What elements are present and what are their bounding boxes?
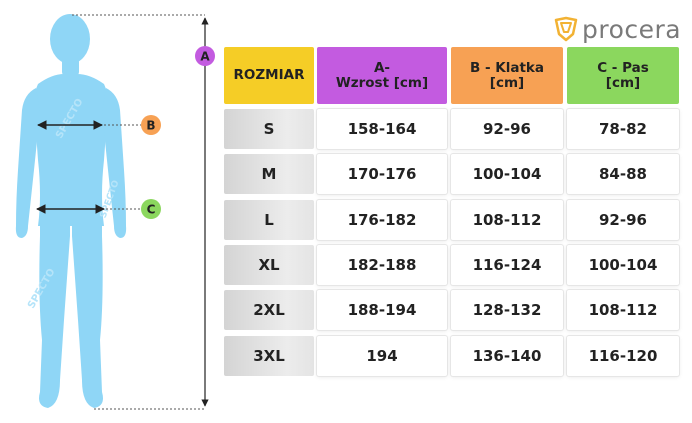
measurement-cell: 128-132 bbox=[451, 290, 563, 331]
marker-c-label: C bbox=[147, 203, 156, 217]
size-label-cell: M bbox=[224, 154, 314, 195]
measurement-cell: 108-112 bbox=[567, 290, 679, 331]
marker-a-badge: A bbox=[195, 46, 215, 66]
measurement-cell: 116-120 bbox=[567, 335, 679, 376]
marker-c-circle bbox=[141, 199, 161, 219]
brand-name: procera bbox=[582, 14, 682, 44]
size-label-cell: 3XL bbox=[224, 335, 314, 376]
marker-a-label: A bbox=[200, 50, 210, 64]
measurement-cell: 170-176 bbox=[317, 154, 447, 195]
marker-b-circle bbox=[141, 115, 161, 135]
size-label-cell: XL bbox=[224, 244, 314, 285]
procera-logo-icon bbox=[554, 16, 578, 42]
measurement-cell: 116-124 bbox=[451, 244, 563, 285]
size-label-cell: S bbox=[224, 109, 314, 149]
header-waist: C - Pas [cm] bbox=[567, 47, 679, 104]
measurement-cell: 182-188 bbox=[317, 244, 447, 285]
body-silhouette bbox=[15, 14, 127, 408]
header-height: A- Wzrost [cm] bbox=[317, 47, 447, 104]
body-silhouette-figure: SPECTO SPECTO SPECTO A B C bbox=[15, 14, 215, 410]
measurement-cell: 136-140 bbox=[451, 335, 563, 376]
measurement-cell: 78-82 bbox=[567, 109, 679, 149]
marker-c-badge: C bbox=[141, 199, 161, 219]
marker-b-badge: B bbox=[141, 115, 161, 135]
measurement-cell: 158-164 bbox=[317, 109, 447, 149]
measurement-cell: 108-112 bbox=[451, 199, 563, 240]
size-label-cell: 2XL bbox=[224, 290, 314, 331]
header-chest: B - Klatka [cm] bbox=[451, 47, 563, 104]
measurement-cell: 92-96 bbox=[567, 199, 679, 240]
measurement-cell: 188-194 bbox=[317, 290, 447, 331]
marker-a-circle bbox=[195, 46, 215, 66]
measurement-cell: 84-88 bbox=[567, 154, 679, 195]
header-rozmiar: ROZMIAR bbox=[224, 47, 314, 104]
measurement-cell: 92-96 bbox=[451, 109, 563, 149]
brand-logo: procera bbox=[553, 14, 681, 44]
measurement-cell: 100-104 bbox=[451, 154, 563, 195]
measurement-cell: 194 bbox=[317, 335, 447, 376]
measurement-cell: 100-104 bbox=[567, 244, 679, 285]
marker-b-label: B bbox=[146, 119, 155, 133]
size-label-cell: L bbox=[224, 199, 314, 240]
measurement-cell: 176-182 bbox=[317, 199, 447, 240]
